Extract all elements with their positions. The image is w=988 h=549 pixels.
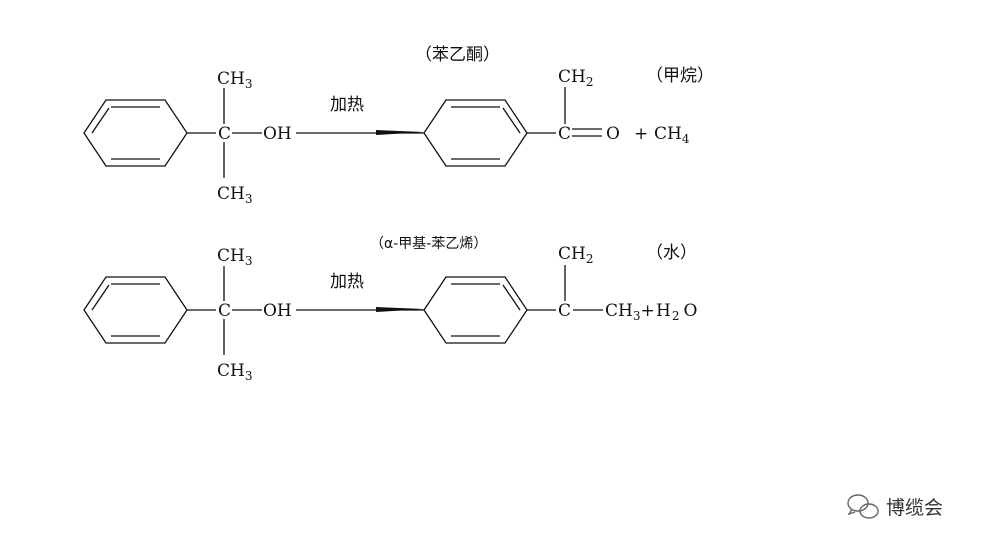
byproduct-name-methane: （甲烷） [646,66,714,86]
reactant-oh-1: OH [263,124,292,144]
benzene-ring-product-2 [423,276,528,344]
product-c-2: C [558,301,571,321]
reactant-ch3-bottom-1: CH3 [217,184,252,206]
product-ch3-2: CH3+ [605,301,655,323]
product-name-acetophenone: （苯乙酮） [415,45,500,65]
product-name-alpha-methylstyrene: （α-甲基-苯乙烯） [370,235,487,252]
reaction-1: CH3 C CH3 OH 加热 CH2 C O + CH4 （苯乙酮） （甲烷） [83,45,714,206]
reactant-oh-2: OH [263,301,292,321]
wechat-icon [847,494,879,519]
reactant-ch3-top-1: CH3 [217,69,252,91]
double-bond-co-1 [572,128,602,137]
reactant-c-1: C [218,124,231,144]
product-c-1: C [558,124,571,144]
reaction-arrow-1 [296,130,424,135]
methane-formula: CH4 [654,124,690,146]
product-ch2-2: CH2 [558,244,593,266]
reaction-arrow-2 [296,307,424,312]
product-o-1: O [606,124,620,144]
benzene-ring-reactant-2 [83,276,188,344]
reactant-c-2: C [218,301,231,321]
benzene-ring-reactant-1 [83,99,188,167]
condition-label-1: 加热 [330,95,364,115]
condition-label-2: 加热 [330,272,364,292]
reactant-ch3-top-2: CH3 [217,246,252,268]
watermark: 博缆会 [847,494,943,519]
byproduct-name-water: （水） [646,243,697,263]
product-ch2-1: CH2 [558,67,593,89]
watermark-text: 博缆会 [886,497,943,519]
plus-sign-1: + [634,124,648,144]
reactant-ch3-bottom-2: CH3 [217,361,252,383]
benzene-ring-product-1 [423,99,528,167]
